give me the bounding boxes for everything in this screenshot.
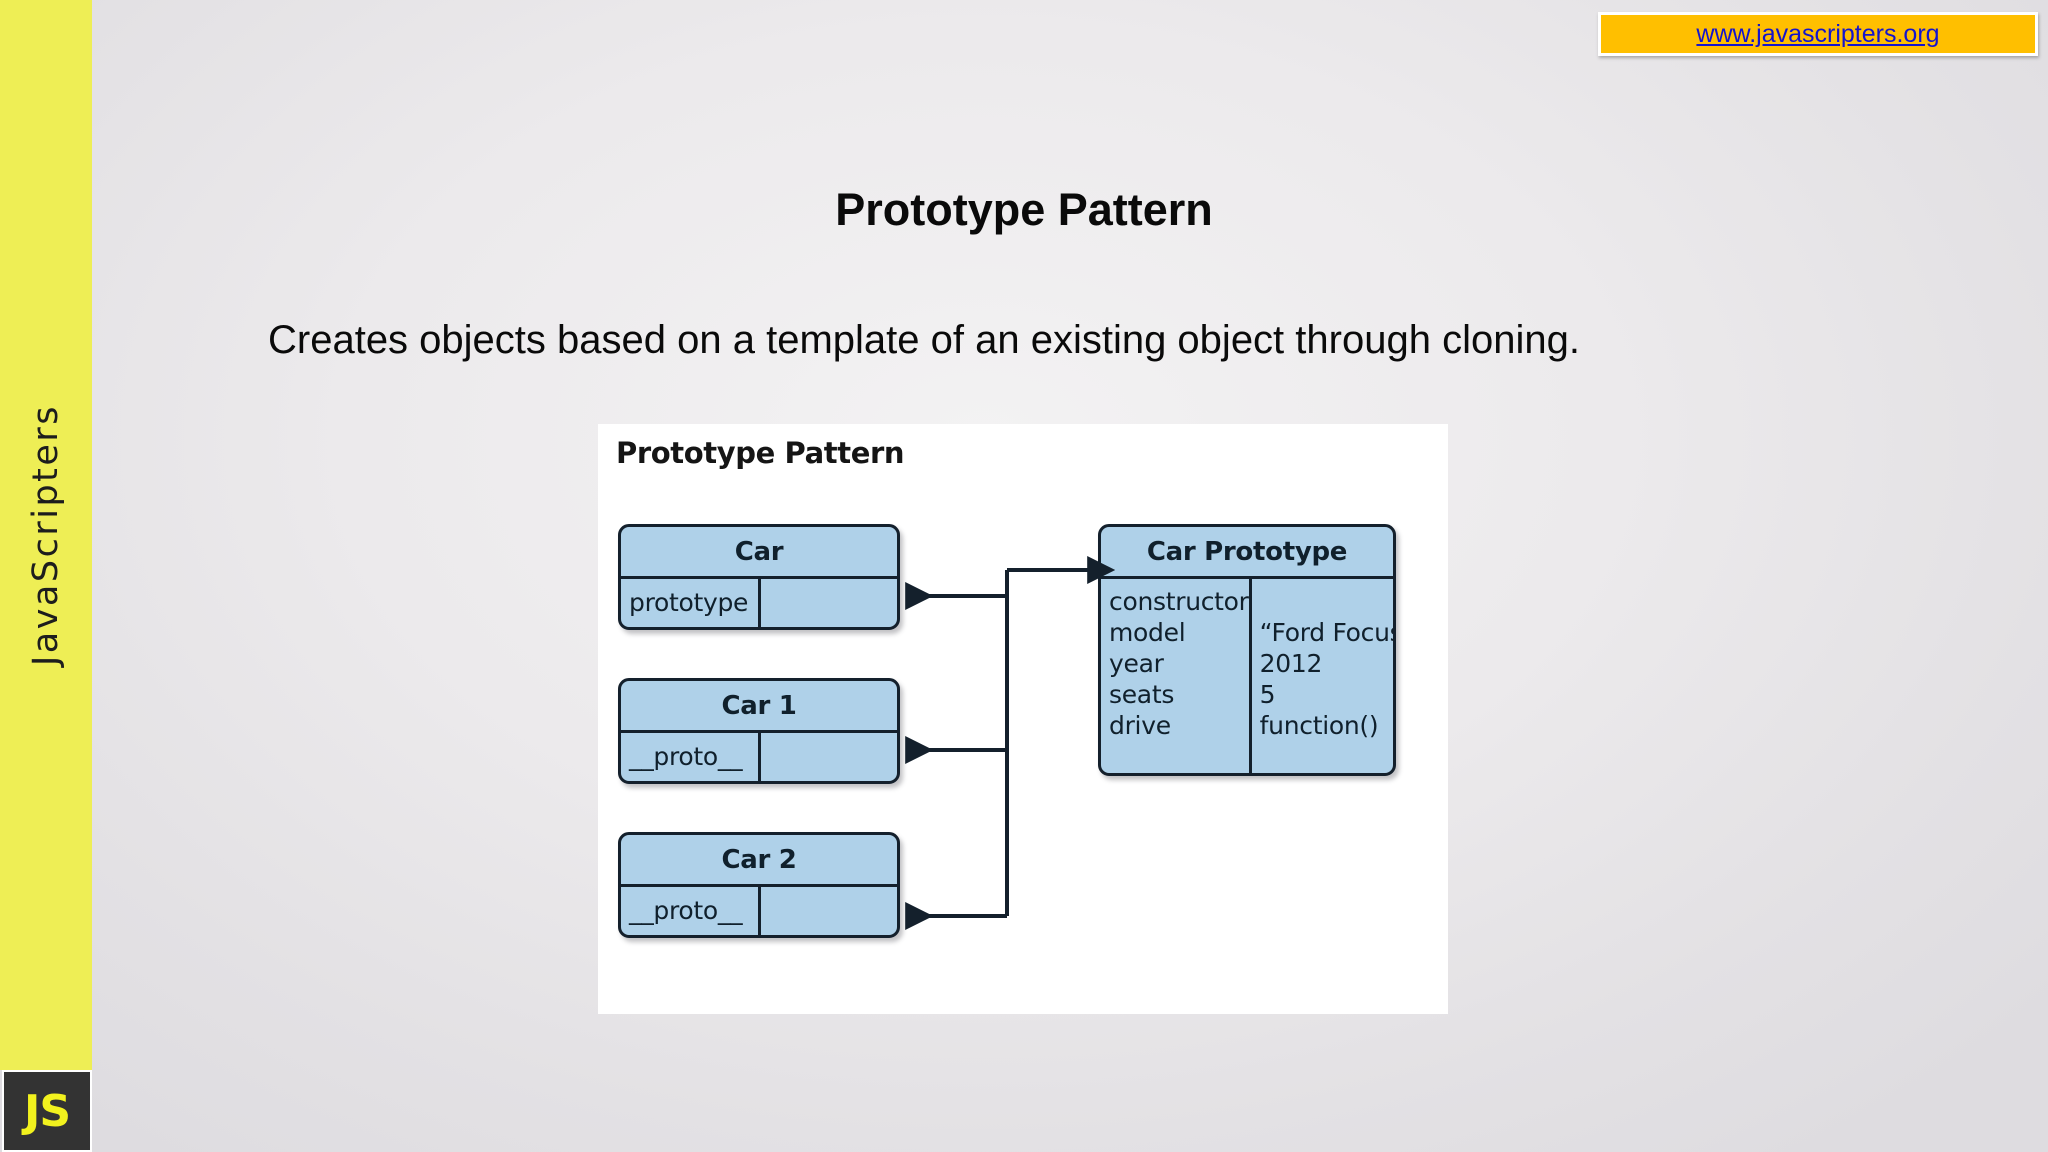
entity-values-car2 [761, 887, 897, 935]
entity-keys-car1: __proto__ [621, 733, 761, 781]
entity-value-row [769, 742, 897, 773]
entity-header-car: Car [621, 527, 897, 579]
entity-body-car-prototype: constructor model year seats drive “Ford… [1101, 579, 1393, 773]
entity-box-car-prototype: Car Prototype constructor model year sea… [1098, 524, 1396, 776]
diagram-caption: Prototype Pattern [616, 436, 905, 470]
entity-value-row: “Ford Focus” [1259, 618, 1393, 647]
entity-key-row: drive [1109, 711, 1171, 740]
entity-key-row: __proto__ [629, 895, 743, 925]
entity-value-row [769, 588, 897, 619]
entity-keys-car-prototype: constructor model year seats drive [1101, 579, 1252, 773]
entity-key-row: __proto__ [629, 741, 743, 771]
entity-body-car: prototype [621, 579, 897, 627]
entity-body-car2: __proto__ [621, 887, 897, 935]
entity-keys-car2: __proto__ [621, 887, 761, 935]
entity-key-row: year [1109, 649, 1164, 678]
entity-value-row [769, 896, 897, 927]
website-url-banner[interactable]: www.javascripters.org [1598, 12, 2038, 56]
slide-subtitle: Creates objects based on a template of a… [268, 318, 1580, 362]
entity-box-car: Car prototype [618, 524, 900, 630]
entity-header-car-prototype: Car Prototype [1101, 527, 1393, 579]
js-logo-badge: JS [2, 1070, 92, 1152]
entity-keys-car: prototype [621, 579, 761, 627]
entity-values-car1 [761, 733, 897, 781]
entity-value-row: 5 [1259, 680, 1276, 709]
entity-value-row: function() [1259, 711, 1379, 740]
entity-body-car1: __proto__ [621, 733, 897, 781]
entity-key-row: constructor [1109, 587, 1249, 616]
entity-value-row [1260, 587, 1393, 618]
website-url-link[interactable]: www.javascripters.org [1696, 19, 1940, 48]
slide-title: Prototype Pattern [835, 184, 1213, 235]
prototype-pattern-diagram: Prototype Pattern Car prototype Car 1 __… [598, 424, 1448, 1014]
entity-header-car1: Car 1 [621, 681, 897, 733]
entity-key-row: seats [1109, 680, 1175, 709]
entity-values-car [761, 579, 897, 627]
entity-value-row: 2012 [1259, 649, 1323, 678]
entity-values-car-prototype: “Ford Focus” 2012 5 function() [1252, 579, 1393, 773]
entity-key-row: model [1109, 618, 1186, 647]
entity-header-car2: Car 2 [621, 835, 897, 887]
brand-rail: JavaScripters [0, 0, 92, 1070]
entity-box-car1: Car 1 __proto__ [618, 678, 900, 784]
brand-rail-label: JavaScripters [26, 403, 66, 667]
js-logo-text: JS [23, 1085, 71, 1137]
entity-key-row: prototype [629, 587, 749, 617]
entity-box-car2: Car 2 __proto__ [618, 832, 900, 938]
